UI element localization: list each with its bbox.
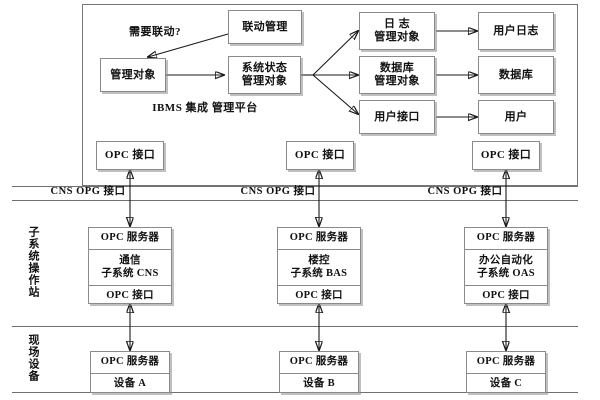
device-a[interactable]: OPC 服务器 设备 A [90, 351, 170, 393]
bus-rule-bottom [12, 200, 578, 201]
platform-caption-line2: 管理平台 [211, 102, 258, 114]
band-label-workstation: 子系统操作站 [27, 226, 39, 298]
box-user-interface[interactable]: 用户接口 [359, 100, 435, 134]
opc-interface-ibms-right-label: OPC 接口 [480, 149, 532, 162]
workstation-cns-server: OPC 服务器 [89, 228, 171, 250]
box-database-management-object[interactable]: 数据库 管理对象 [359, 56, 435, 94]
workstation-oas-interface: OPC 接口 [482, 290, 530, 302]
workstation-bas-server: OPC 服务器 [278, 228, 360, 250]
opc-interface-ibms-middle-label: OPC 接口 [294, 149, 346, 162]
workstation-cns-name: 通信 子系统 CNS [89, 250, 171, 286]
box-user-log-label: 用户日志 [493, 24, 539, 37]
platform-caption: IBMS 集成 管理平台 [150, 102, 260, 115]
opc-interface-ibms-right[interactable]: OPC 接口 [472, 141, 540, 170]
workstation-cns[interactable]: OPC 服务器 通信 子系统 CNS OPC 接口 [88, 227, 172, 304]
opc-interface-ibms-left-label: OPC 接口 [104, 149, 156, 162]
bus-label-right: CNS OPG 接口 [427, 186, 503, 197]
box-database[interactable]: 数据库 [478, 56, 554, 94]
box-linkage-management-label: 联动管理 [242, 20, 288, 33]
band-label-field-devices: 现场设备 [27, 334, 39, 382]
opc-interface-ibms-middle[interactable]: OPC 接口 [286, 141, 354, 170]
workstation-oas[interactable]: OPC 服务器 办公自动化 子系统 OAS OPC 接口 [464, 227, 548, 304]
box-system-state-object[interactable]: 系统状态 管理对象 [228, 56, 301, 94]
box-database-management-object-line1: 数据库 [379, 62, 415, 75]
platform-caption-line1: IBMS 集成 [152, 102, 209, 114]
opc-interface-ibms-left[interactable]: OPC 接口 [96, 141, 164, 170]
bus-rule-top [12, 186, 578, 187]
workstation-band-bottom-rule [12, 326, 578, 327]
box-log-management-object-line1: 日 志 [384, 18, 410, 31]
device-c-server: OPC 服务器 [467, 352, 545, 374]
box-database-label: 数据库 [498, 68, 534, 81]
workstation-bas-interface: OPC 接口 [295, 290, 343, 302]
box-log-management-object-line2: 管理对象 [374, 31, 420, 43]
box-user-label: 用户 [504, 110, 528, 123]
device-b-name: 设备 B [303, 377, 335, 389]
device-c-name: 设备 C [489, 377, 523, 389]
box-log-management-object[interactable]: 日 志 管理对象 [359, 12, 435, 50]
box-managed-object-label: 管理对象 [110, 68, 156, 81]
device-a-name: 设备 A [113, 377, 147, 389]
box-system-state-object-line1: 系统状态 [241, 62, 288, 75]
box-linkage-management[interactable]: 联动管理 [228, 10, 302, 44]
device-c[interactable]: OPC 服务器 设备 C [466, 351, 546, 393]
box-user-log[interactable]: 用户日志 [478, 12, 554, 50]
device-a-server: OPC 服务器 [91, 352, 169, 374]
condition-linkage-label: 需要联动? [129, 26, 181, 38]
workstation-oas-server: OPC 服务器 [465, 228, 547, 250]
ibms-platform-frame [82, 4, 578, 186]
device-b-server: OPC 服务器 [280, 352, 358, 374]
box-user-interface-label: 用户接口 [374, 110, 420, 123]
bus-label-middle: CNS OPG 接口 [240, 186, 316, 197]
workstation-bas-name: 楼控 子系统 BAS [278, 250, 360, 286]
workstation-bas[interactable]: OPC 服务器 楼控 子系统 BAS OPC 接口 [277, 227, 361, 304]
box-database-management-object-line2: 管理对象 [374, 75, 420, 87]
device-b[interactable]: OPC 服务器 设备 B [279, 351, 359, 393]
box-system-state-object-line2: 管理对象 [241, 75, 288, 87]
bus-label-left: CNS OPG 接口 [50, 186, 126, 197]
box-managed-object[interactable]: 管理对象 [100, 58, 166, 92]
workstation-oas-name: 办公自动化 子系统 OAS [465, 250, 547, 286]
workstation-cns-interface: OPC 接口 [106, 290, 154, 302]
box-user[interactable]: 用户 [478, 100, 554, 134]
